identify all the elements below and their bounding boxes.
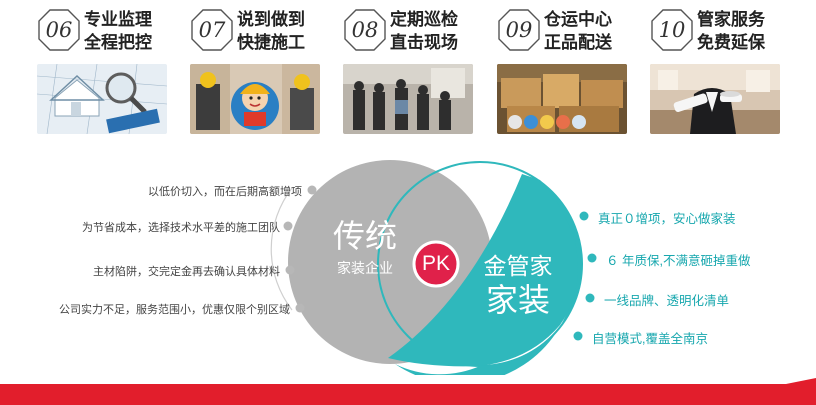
jinguanjia-title: 金管家 <box>483 254 553 280</box>
bottom-red-bar <box>0 378 816 405</box>
feature-number: 09 <box>505 18 533 42</box>
butler-service-photo <box>650 64 780 134</box>
feature-number: 08 <box>351 18 379 42</box>
feature-title-line2: 快捷施工 <box>237 33 305 53</box>
warehouse-boxes-photo <box>497 64 627 134</box>
feature-header: 09 仓运中心 正品配送 <box>497 6 637 58</box>
feature-card-construction: 07 说到做到 快捷施工 <box>190 6 330 134</box>
jinguanjia-point: 真正０增项，安心做家装 <box>598 212 736 226</box>
feature-title: 管家服务 免费延保 <box>697 11 765 53</box>
feature-title: 仓运中心 正品配送 <box>544 11 612 53</box>
traditional-label: 传统 家装企业 <box>320 218 410 278</box>
feature-title: 定期巡检 直击现场 <box>390 11 458 53</box>
traditional-point: 公司实力不足，服务范围小，优惠仅限个别区域 <box>59 304 290 316</box>
feature-card-butler: 10 管家服务 免费延保 <box>650 6 790 134</box>
jinguanjia-point: ６ 年质保,不满意砸掉重做 <box>606 254 751 268</box>
feature-header: 07 说到做到 快捷施工 <box>190 6 330 58</box>
traditional-subtitle: 家装企业 <box>337 261 393 277</box>
feature-title-line2: 直击现场 <box>390 33 458 53</box>
traditional-title: 传统 <box>332 217 397 255</box>
blueprint-magnifier-photo <box>37 64 167 134</box>
traditional-point: 为节省成本，选择技术水平差的施工团队 <box>82 222 280 234</box>
feature-number-badge: 07 <box>190 8 234 52</box>
traditional-points: 以低价切入，而在后期高额增项 为节省成本，选择技术水平差的施工团队 主材陷阱，交… <box>0 160 302 375</box>
feature-title-line1: 定期巡检 <box>390 10 458 30</box>
feature-number: 07 <box>198 18 226 42</box>
feature-number-badge: 08 <box>343 8 387 52</box>
jinguanjia-point: 自营模式,覆盖全南京 <box>592 332 708 346</box>
feature-header: 06 专业监理 全程把控 <box>37 6 177 58</box>
traditional-point: 主材陷阱，交完定金再去确认具体材料 <box>93 266 280 278</box>
feature-title-line2: 全程把控 <box>84 33 152 53</box>
site-inspection-photo <box>343 64 473 134</box>
feature-title: 专业监理 全程把控 <box>84 11 152 53</box>
feature-number-badge: 10 <box>650 8 694 52</box>
feature-number: 10 <box>658 18 686 42</box>
traditional-point: 以低价切入，而在后期高额增项 <box>148 186 302 198</box>
comparison-graphic <box>270 160 597 375</box>
feature-header: 10 管家服务 免费延保 <box>650 6 790 58</box>
feature-card-supervision: 06 专业监理 全程把控 <box>37 6 177 134</box>
feature-title: 说到做到 快捷施工 <box>237 11 305 53</box>
feature-number-badge: 06 <box>37 8 81 52</box>
feature-number: 06 <box>45 18 73 42</box>
worker-mascot-photo <box>190 64 320 134</box>
pk-badge <box>412 240 460 288</box>
jinguanjia-label: 金管家 家装 <box>468 254 568 318</box>
feature-header: 08 定期巡检 直击现场 <box>343 6 483 58</box>
pk-label: PK <box>421 252 450 275</box>
feature-number-badge: 09 <box>497 8 541 52</box>
jinguanjia-subtitle: 家装 <box>485 281 550 319</box>
feature-title-line2: 免费延保 <box>697 33 765 53</box>
feature-card-warehouse: 09 仓运中心 正品配送 <box>497 6 637 134</box>
feature-title-line1: 专业监理 <box>84 10 152 30</box>
feature-title-line1: 仓运中心 <box>544 10 612 30</box>
comparison-diagram: 传统 家装企业 PK 金管家 家装 以低价切入，而在后期高额增项 为节省成本，选… <box>0 160 816 375</box>
feature-title-line1: 说到做到 <box>237 10 305 30</box>
jinguanjia-point: 一线品牌、透明化清单 <box>604 294 730 308</box>
feature-title-line1: 管家服务 <box>697 10 765 30</box>
feature-card-inspection: 08 定期巡检 直击现场 <box>343 6 483 134</box>
feature-title-line2: 正品配送 <box>544 33 612 53</box>
